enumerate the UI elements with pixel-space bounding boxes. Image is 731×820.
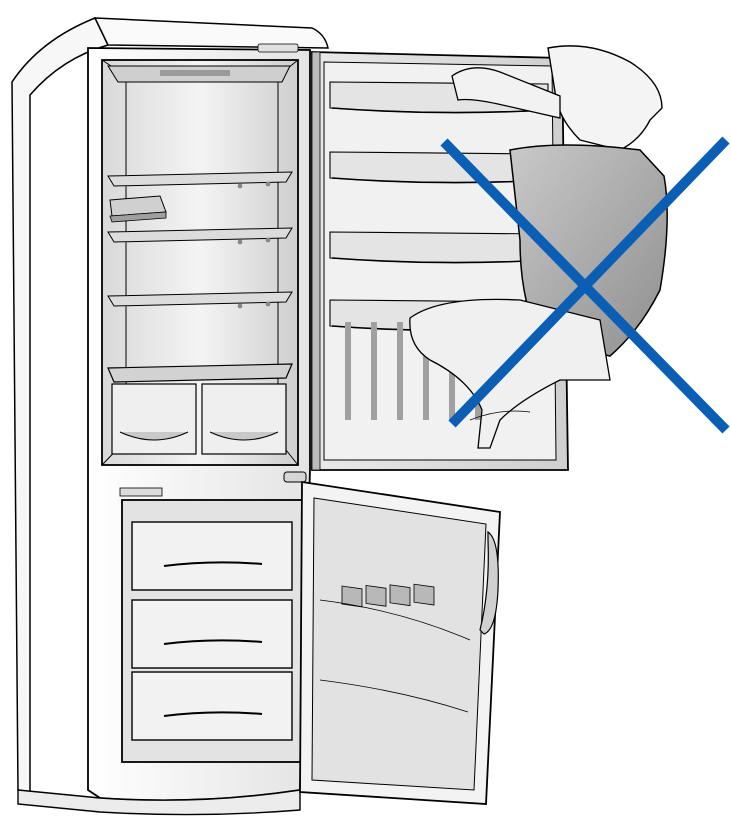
brand-badge (258, 44, 298, 52)
shelf-peg (238, 240, 243, 245)
freezer-door (300, 482, 500, 804)
crisper-drawer (202, 384, 286, 454)
crisper-drawer (112, 384, 196, 454)
shelf-peg (238, 304, 243, 309)
person-head (548, 46, 662, 150)
freezer-drawers (132, 522, 292, 740)
shelf-peg (238, 184, 243, 189)
door-shelf (330, 232, 548, 263)
shelf-peg (266, 182, 271, 187)
door-hinge (284, 472, 306, 482)
freezer-drawer (132, 672, 292, 740)
freezer-drawer (132, 522, 292, 590)
freezer-drawer (132, 600, 292, 668)
freezer-label-plate (120, 488, 162, 496)
cabinet-top (95, 18, 328, 48)
shelf-peg (266, 238, 271, 243)
shelf-peg (266, 302, 271, 307)
